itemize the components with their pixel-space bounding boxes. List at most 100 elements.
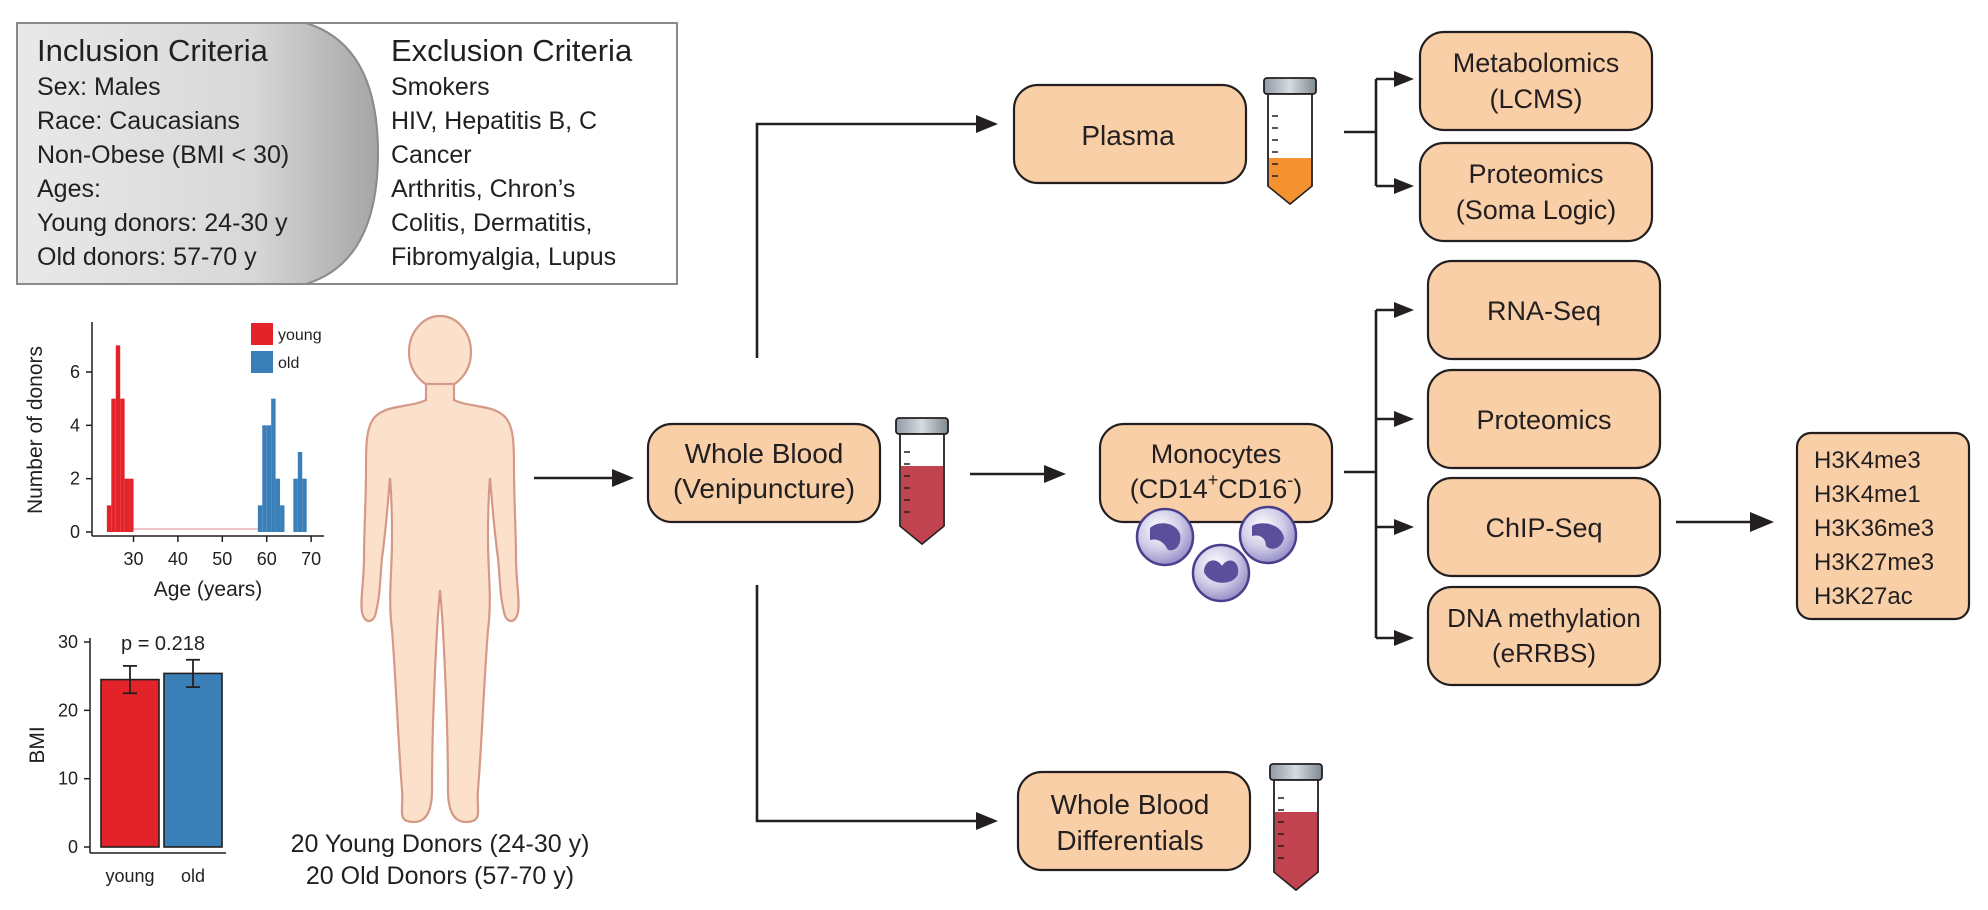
y-tick-label: 2 (70, 469, 80, 489)
hist-bar-young (120, 398, 125, 532)
differentials-sublabel: Differentials (1056, 825, 1203, 856)
dna-methylation-label: DNA methylation (1447, 603, 1641, 633)
node-metabolomics: Metabolomics (LCMS) (1418, 30, 1654, 132)
arrowhead (1394, 178, 1414, 194)
exclusion-item: Arthritis, Chron’s (391, 175, 575, 203)
plasma-proteomics-box (1418, 141, 1654, 243)
inclusion-item: Non-Obese (BMI < 30) (37, 141, 289, 169)
legend-swatch-young (251, 323, 273, 345)
histone-mark: H3K27ac (1814, 583, 1913, 610)
hist-bar-young (124, 478, 130, 532)
hist-bar-young (106, 505, 112, 532)
blood-tube-icon (895, 417, 949, 546)
tube-graduations (1278, 797, 1284, 859)
exclusion-item: Fibromyalgia, Lupus (391, 243, 616, 271)
node-histone-marks: H3K4me3 H3K4me1 H3K36me3 H3K27me3 H3K27a… (1795, 431, 1971, 621)
dna-methylation-sublabel: (eRRBS) (1492, 638, 1596, 668)
whole-blood-label: Whole Blood (685, 438, 844, 469)
x-tick-label: young (105, 866, 154, 886)
arrow-blood-to-differentials (755, 585, 978, 823)
inclusion-item: Old donors: 57-70 y (37, 243, 257, 271)
arrowhead (1044, 465, 1066, 483)
hist-legend: young old (251, 323, 322, 373)
plasma-box (1012, 83, 1248, 185)
hist-bar-old (302, 478, 307, 532)
histone-mark: H3K4me1 (1814, 481, 1921, 508)
tube-graduations (904, 451, 910, 513)
monocyte-cell (1238, 505, 1298, 565)
histone-marks-box (1795, 431, 1971, 621)
legend-swatch-old (251, 351, 273, 373)
plasma-fill (1269, 158, 1311, 203)
inclusion-item: Ages: (37, 175, 101, 203)
node-chipseq: ChIP-Seq (1426, 476, 1662, 578)
differentials-tube-icon (1269, 763, 1323, 892)
donors-line-1: 20 Young Donors (24-30 y) (291, 830, 590, 858)
monocyte-cells-icon (1135, 505, 1298, 603)
x-tick-label: 50 (212, 549, 232, 569)
inclusion-item: Race: Caucasians (37, 107, 240, 135)
inclusion-item: Young donors: 24-30 y (37, 209, 288, 237)
inclusion-panel-shape (16, 22, 380, 285)
histone-mark: H3K36me3 (1814, 515, 1934, 542)
node-monocytes: Monocytes (CD14+CD16-) (1098, 422, 1334, 524)
node-rnaseq: RNA-Seq (1426, 259, 1662, 361)
chipseq-label: ChIP-Seq (1485, 513, 1602, 543)
p-value-annotation: p = 0.218 (121, 633, 205, 655)
monocyte-cell (1135, 507, 1195, 567)
blood-fill (901, 466, 943, 543)
legend-label-old: old (278, 355, 299, 372)
y-tick-label: 0 (68, 837, 78, 857)
metabolomics-label: Metabolomics (1453, 48, 1620, 78)
body-torso-limbs (360, 382, 520, 824)
hist-bar-old (280, 505, 285, 532)
arrowhead (1394, 411, 1414, 427)
arrowhead (1394, 71, 1414, 87)
arrowhead (612, 469, 634, 487)
plasma-proteomics-label: Proteomics (1468, 159, 1603, 189)
hist-bar-old (275, 478, 281, 532)
monocyte-cell (1191, 543, 1251, 603)
monocytes-markers: (CD14+CD16-) (1130, 470, 1303, 504)
exclusion-item: Colitis, Dermatitis, (391, 209, 592, 237)
x-tick-label: 60 (257, 549, 277, 569)
body-head (407, 314, 473, 390)
exclusion-item: Smokers (391, 73, 490, 101)
histone-mark: H3K27me3 (1814, 549, 1934, 576)
proteomics-label: Proteomics (1476, 405, 1611, 435)
x-tick-label: 70 (301, 549, 321, 569)
monocytes-box (1098, 422, 1334, 524)
x-tick-label: 30 (124, 549, 144, 569)
legend-label-young: young (278, 327, 322, 344)
exclusion-title: Exclusion Criteria (391, 33, 633, 68)
flow-arrows (534, 71, 1774, 830)
tube-cap (1269, 763, 1323, 781)
hist-y-axis-label: Number of donors (24, 346, 47, 514)
node-plasma: Plasma (1012, 83, 1248, 185)
histone-mark: H3K4me3 (1814, 447, 1921, 474)
y-tick-label: 20 (58, 700, 78, 720)
y-tick-label: 0 (70, 522, 80, 542)
arrowhead (976, 812, 998, 830)
node-differentials: Whole Blood Differentials (1016, 770, 1252, 872)
arrowhead (1394, 519, 1414, 535)
metabolomics-sublabel: (LCMS) (1490, 84, 1583, 114)
x-tick-label: 40 (168, 549, 188, 569)
dna-methylation-box (1426, 585, 1662, 687)
arrow-blood-to-plasma (755, 122, 978, 358)
plasma-tube-icon (1263, 77, 1317, 206)
differentials-label: Whole Blood (1051, 789, 1210, 820)
arrowhead (1750, 512, 1774, 532)
whole-blood-box (646, 422, 882, 524)
hist-bar-young (115, 345, 121, 532)
hist-bar-young (111, 398, 116, 532)
y-tick-label: 30 (58, 632, 78, 652)
arrowhead (1394, 630, 1414, 646)
arrowhead (976, 115, 998, 133)
rnaseq-box (1426, 259, 1662, 361)
y-tick-label: 4 (70, 415, 80, 435)
donors-line-2: 20 Old Donors (57-70 y) (306, 862, 574, 890)
proteomics-box (1426, 368, 1662, 470)
